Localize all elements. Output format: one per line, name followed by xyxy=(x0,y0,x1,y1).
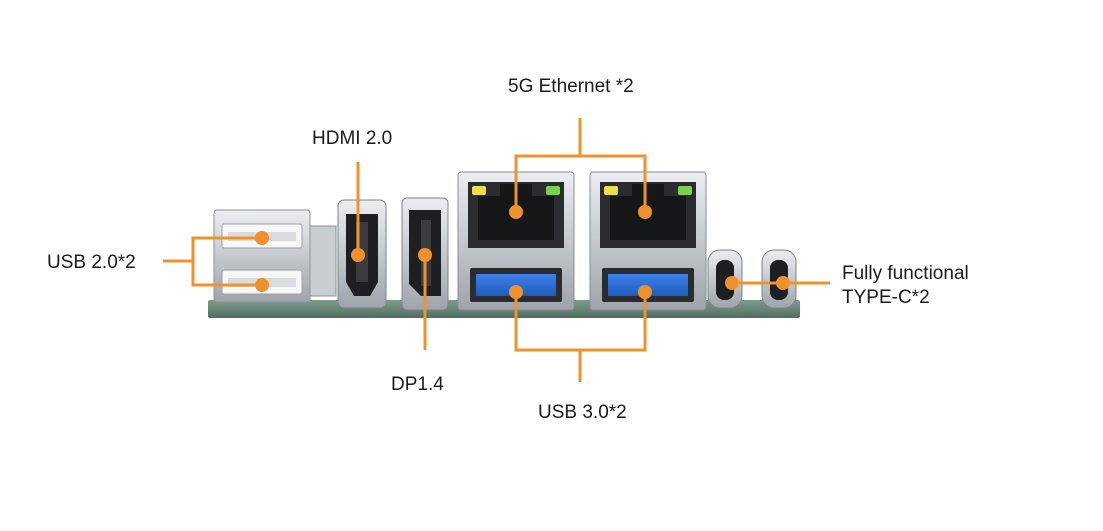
label-usb2: USB 2.0*2 xyxy=(47,252,136,273)
label-typec-line2: TYPE-C*2 xyxy=(842,287,930,308)
ethernet-dot-right xyxy=(638,205,652,219)
rj45-usb3-stack-right xyxy=(589,171,707,311)
ethernet-dot-left xyxy=(509,205,523,219)
label-typec-line1: Fully functional xyxy=(842,263,969,284)
label-usb3: USB 3.0*2 xyxy=(538,402,627,423)
usb3-dot-right xyxy=(638,285,652,299)
usb2-dot-bottom xyxy=(255,278,269,292)
usb3-dot-left xyxy=(509,285,523,299)
hdmi-dot xyxy=(351,248,365,262)
typec-dot-left xyxy=(725,276,739,290)
label-ethernet: 5G Ethernet *2 xyxy=(508,76,634,97)
dp-dot xyxy=(418,248,432,262)
typec-dot-right xyxy=(776,276,790,290)
label-dp: DP1.4 xyxy=(391,374,444,395)
label-hdmi: HDMI 2.0 xyxy=(312,128,393,149)
usb2-port-stack xyxy=(213,209,337,303)
callout-dots xyxy=(255,205,790,299)
typec-port-left xyxy=(707,249,743,309)
usb2-dot-top xyxy=(255,231,269,245)
callout-lines xyxy=(163,118,830,382)
